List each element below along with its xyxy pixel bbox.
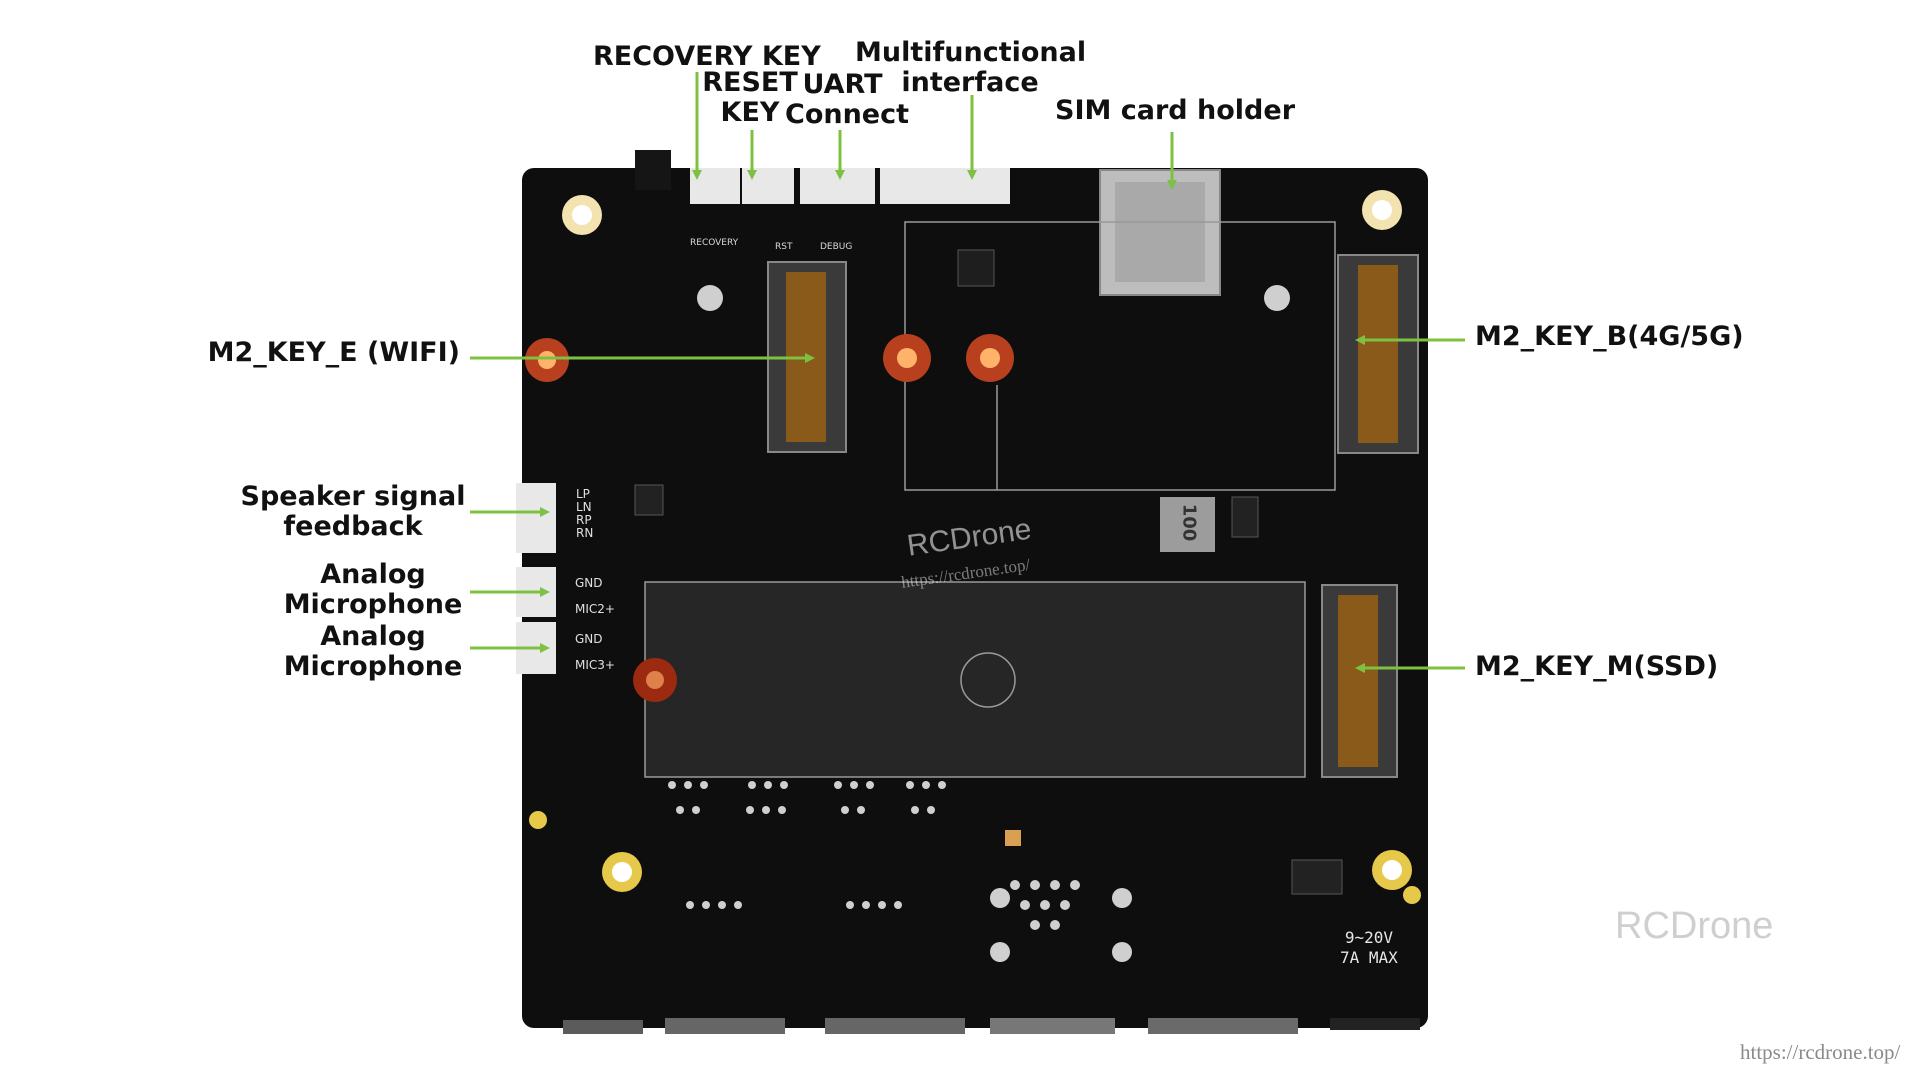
label-mic1-line2: Microphone bbox=[283, 589, 463, 620]
label-mic2-line2: Microphone bbox=[283, 651, 463, 682]
label-reset-key-line2: KEY bbox=[720, 97, 780, 128]
label-mic1-line1: Analog bbox=[320, 559, 426, 590]
power-rating: 9~20V 7A MAX bbox=[1340, 928, 1398, 968]
hdmi-connector-2 bbox=[825, 1018, 965, 1034]
label-m2-key-b: M2_KEY_B(4G/5G) bbox=[1475, 321, 1744, 352]
speaker-connector bbox=[516, 483, 556, 553]
usb-c-connector bbox=[563, 1020, 643, 1034]
silk-speaker-pins: LP LN RP RN bbox=[576, 487, 594, 540]
power-voltage: 9~20V bbox=[1344, 928, 1393, 947]
label-reset-key: RESET KEY bbox=[700, 68, 800, 128]
watermark-url: https://rcdrone.top/ bbox=[1740, 1040, 1901, 1064]
hdmi-connector bbox=[665, 1018, 785, 1034]
label-sim-card-holder: SIM card holder bbox=[1055, 95, 1296, 126]
multifunction-connector bbox=[880, 168, 1010, 204]
label-multi-line1: Multifunctional bbox=[855, 37, 1087, 68]
label-m2-key-e: M2_KEY_E (WIFI) bbox=[207, 337, 460, 368]
inductor bbox=[1160, 497, 1215, 552]
label-recovery-key: RECOVERY KEY bbox=[593, 41, 821, 72]
silk-recovery: RECOVERY bbox=[690, 238, 739, 248]
audio-jack bbox=[635, 150, 671, 190]
watermark-brand: RCDrone bbox=[1615, 905, 1774, 947]
label-uart-connect: UART Connect bbox=[785, 69, 910, 130]
power-jack bbox=[1330, 1018, 1420, 1030]
label-m2-key-m: M2_KEY_M(SSD) bbox=[1475, 651, 1719, 682]
ethernet-connector bbox=[1148, 1018, 1298, 1034]
ssd-area bbox=[644, 581, 1306, 778]
label-analog-microphone-2: Analog Microphone bbox=[278, 622, 468, 682]
label-uart-line2: Connect bbox=[785, 99, 910, 130]
silk-mic2-pins: GND MIC2+ bbox=[575, 576, 615, 616]
label-speaker-line2: feedback bbox=[283, 511, 423, 542]
label-speaker-signal-feedback: Speaker signal feedback bbox=[238, 482, 468, 542]
inductor-marking: 100 bbox=[1178, 503, 1200, 542]
silk-debug: DEBUG bbox=[820, 242, 853, 252]
silk-mic3-pins: GND MIC3+ bbox=[575, 632, 615, 672]
label-multifunctional-interface: Multifunctional interface bbox=[855, 37, 1087, 98]
usb-connector bbox=[990, 1018, 1115, 1034]
label-reset-key-line1: RESET bbox=[702, 67, 798, 98]
label-analog-microphone-1: Analog Microphone bbox=[278, 560, 468, 620]
silk-rst: RST bbox=[775, 242, 793, 252]
label-uart-line1: UART bbox=[802, 69, 883, 100]
label-multi-line2: interface bbox=[901, 67, 1039, 98]
label-mic2-line1: Analog bbox=[320, 621, 426, 652]
label-speaker-line1: Speaker signal bbox=[240, 481, 466, 512]
power-current: 7A MAX bbox=[1340, 948, 1398, 967]
